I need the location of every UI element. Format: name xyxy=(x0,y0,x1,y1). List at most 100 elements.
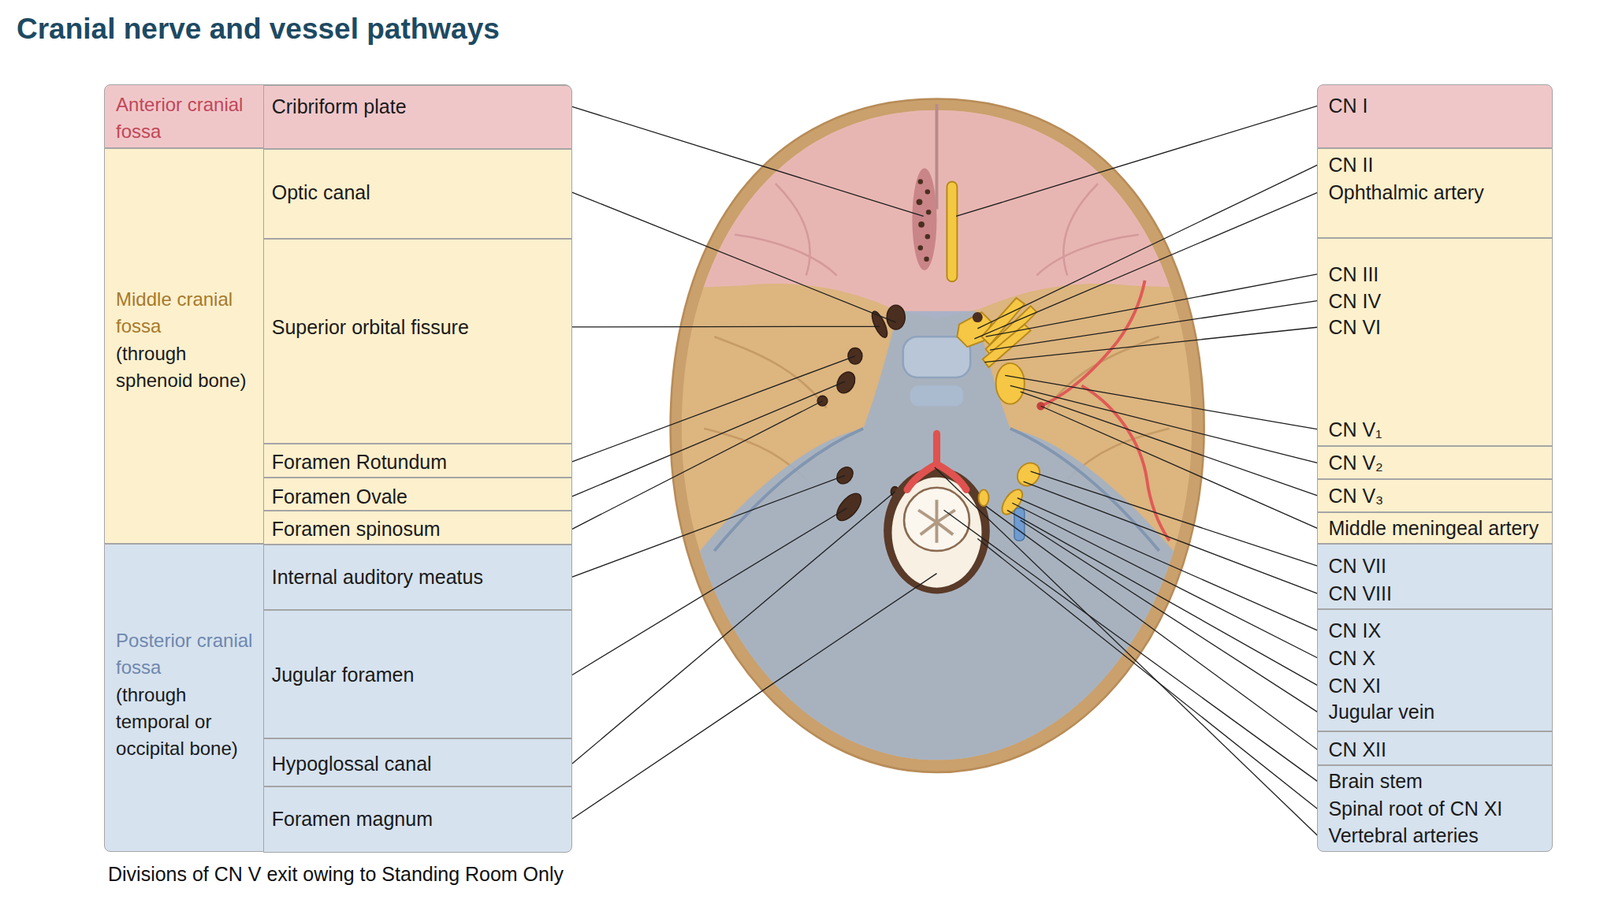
pathway-cell: Middle meningeal artery xyxy=(1317,512,1553,544)
structure-name: Ophthalmic artery xyxy=(1328,179,1484,205)
structure-name: CN II xyxy=(1328,152,1374,178)
structure-name: CN V₂ xyxy=(1328,450,1383,476)
middle-meningeal-artery xyxy=(1041,280,1170,541)
foramina-left xyxy=(817,305,905,525)
cribriform-holes xyxy=(918,221,925,228)
structure-name: Middle meningeal artery xyxy=(1328,515,1539,541)
cribriform-holes xyxy=(918,245,923,250)
foramina-left xyxy=(848,347,863,365)
structure-name: CN XI xyxy=(1328,673,1381,699)
structure-name: CN X xyxy=(1328,645,1376,671)
structure-name: CN VI xyxy=(1328,314,1381,340)
dorsum-sellae xyxy=(910,385,964,406)
nerves-right xyxy=(978,489,990,507)
optic-canal-right xyxy=(972,312,983,323)
leader-line xyxy=(984,327,1318,362)
leader-line xyxy=(1041,405,1318,529)
vertebral-arteries xyxy=(907,433,967,490)
structure-name: CN XII xyxy=(1328,736,1387,763)
structure-name: CN IV xyxy=(1328,288,1381,314)
pathway-cell: CN VIICN VIII xyxy=(1317,543,1553,610)
cribriform-holes xyxy=(916,178,932,262)
leader-line xyxy=(956,105,1318,216)
fossa-name: Middle cranial fossa xyxy=(115,286,259,340)
pathway-cell: Jugular foramen xyxy=(263,610,573,739)
structure-name: Foramen spinosum xyxy=(271,516,441,542)
leader-line xyxy=(1007,509,1318,685)
structure-name: Foramen Ovale xyxy=(271,483,408,510)
foramen-magnum xyxy=(883,467,990,595)
pathway-cell: CN V₃ xyxy=(1317,479,1553,512)
petrous-ridge xyxy=(714,428,1159,551)
pathway-cell: CN IIOphthalmic artery xyxy=(1317,148,1553,239)
structure-name: Foramen magnum xyxy=(271,806,433,832)
foramen-magnum xyxy=(904,487,970,551)
structure-name: Jugular foramen xyxy=(271,662,415,688)
leader-line xyxy=(986,506,1318,750)
leader-line xyxy=(1017,498,1318,631)
jugular-vein xyxy=(1014,508,1025,541)
foramen-spinosum-right xyxy=(1036,401,1045,410)
foramina-left xyxy=(832,489,866,525)
pathway-cell: CN IIICN IVCN VICN V₁ xyxy=(1317,238,1553,447)
pathway-cell: CN V₂ xyxy=(1317,446,1553,480)
structure-name: Optic canal xyxy=(271,179,371,205)
leader-line xyxy=(572,508,848,676)
structure-name: CN VIII xyxy=(1328,580,1392,607)
leader-line xyxy=(1012,502,1318,658)
crista-galli xyxy=(935,104,939,209)
structure-name: CN I xyxy=(1328,93,1368,119)
structure-name: Spinal root of CN XI xyxy=(1328,796,1503,822)
leader-line xyxy=(977,539,1318,810)
pathway-cell: Brain stemSpinal root of CN XIVertebral … xyxy=(1317,765,1553,853)
leader-line xyxy=(572,491,895,764)
leader-line xyxy=(1023,481,1318,594)
structure-name: Jugular vein xyxy=(1328,699,1435,725)
leader-line xyxy=(1020,520,1318,712)
cribriform-holes xyxy=(916,198,923,205)
structure-name: Hypoglossal canal xyxy=(271,751,432,777)
leader-line xyxy=(572,106,924,216)
fossa-band: Anterior cranial fossaCribriform plate xyxy=(104,84,572,148)
pathway-cell: Cribriform plate xyxy=(263,85,573,149)
fossa-band: Middle cranial fossa(through sphenoid bo… xyxy=(104,148,572,544)
pathway-cell: Optic canal xyxy=(263,148,573,239)
structure-name: CN V₃ xyxy=(1328,483,1384,509)
foramen-magnum xyxy=(883,467,990,595)
foramina-left xyxy=(886,305,905,330)
foramen-magnum xyxy=(892,477,983,588)
leader-line xyxy=(572,573,938,819)
pathway-cell: Foramen magnum xyxy=(263,786,573,853)
structure-name: CN III xyxy=(1328,261,1379,287)
foramina-left xyxy=(833,368,859,397)
anterior-fossa xyxy=(612,61,1266,319)
pathway-cell: Foramen Ovale xyxy=(263,477,573,512)
leader-line xyxy=(934,467,1318,836)
leader-line xyxy=(974,192,1318,339)
leader-line xyxy=(572,401,823,530)
structure-name: Internal auditory meatus xyxy=(271,564,484,590)
structure-name: Foramen Rotundum xyxy=(271,449,447,475)
fossa-note: (through temporal or occipital bone) xyxy=(115,681,259,763)
pathway-cell: CN IXCN XCN XIJugular vein xyxy=(1317,609,1553,732)
pathway-cell: Foramen Rotundum xyxy=(263,443,573,478)
sella-turcica xyxy=(903,336,971,378)
foramina-left xyxy=(817,395,828,406)
pathway-cell: Hypoglossal canal xyxy=(263,738,573,787)
fossa-name: Posterior cranial fossa xyxy=(115,627,259,681)
pathway-cell: Superior orbital fissure xyxy=(263,238,573,444)
leader-line xyxy=(1010,385,1318,463)
pathway-cell: CN XII xyxy=(1317,731,1553,766)
cribriform-holes xyxy=(925,234,931,239)
olfactory-nerve xyxy=(946,181,957,282)
pathway-cell: CN I xyxy=(1317,84,1553,148)
cribriform-holes xyxy=(923,256,929,262)
fossa-band: Posterior cranial fossa(through temporal… xyxy=(104,543,572,853)
leader-line xyxy=(944,509,1318,782)
leader-line xyxy=(572,475,845,577)
foramen-magnum xyxy=(918,499,956,543)
fossa-note: (through sphenoid bone) xyxy=(115,340,259,395)
nerves-right xyxy=(996,363,1025,405)
leader-line xyxy=(572,356,856,462)
